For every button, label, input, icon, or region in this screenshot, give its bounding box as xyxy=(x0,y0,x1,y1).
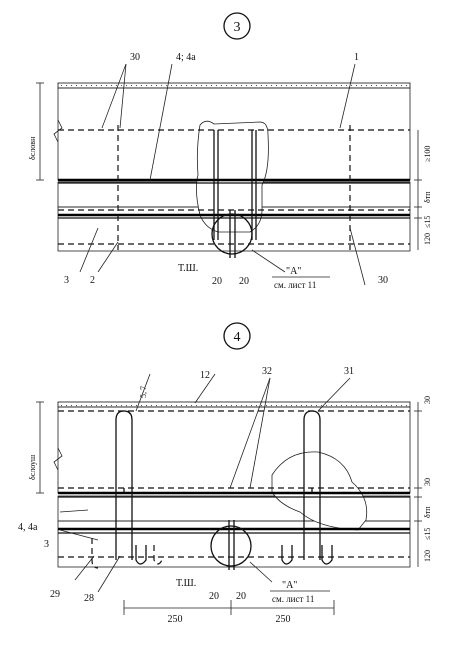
sheet-ref-3: см. лист 11 xyxy=(274,280,316,290)
callout-4-4a-3: 4; 4а xyxy=(176,52,196,63)
callout-12-4: 12 xyxy=(200,370,210,381)
width-left-3: 20 xyxy=(212,276,222,287)
callout-32-4: 32 xyxy=(262,366,272,377)
width-right-3: 20 xyxy=(239,276,249,287)
section-4-marker xyxy=(223,322,251,350)
section-3-number: 3 xyxy=(234,20,241,35)
seam-circle-4 xyxy=(210,525,252,567)
tsh-label-4: Т.Ш. xyxy=(176,578,196,589)
dim-120-3: 120 xyxy=(423,233,432,245)
stirrup-right xyxy=(303,410,321,560)
dim-15-3: ≤15 xyxy=(423,216,432,228)
callout-3-3: 3 xyxy=(64,275,69,286)
callout-1-3: 1 xyxy=(354,52,359,63)
bottom-dim-right: 250 xyxy=(276,614,291,625)
section-4-number: 4 xyxy=(234,330,241,345)
width-right-4: 20 xyxy=(236,591,246,602)
width-left-4: 20 xyxy=(209,591,219,602)
dim-120-4: 120 xyxy=(423,550,432,562)
callout-3-4: 3 xyxy=(44,539,49,550)
breakout-4 xyxy=(271,451,368,531)
callout-29-4: 29 xyxy=(50,589,60,600)
tsh-label-3: Т.Ш. xyxy=(178,263,198,274)
callout-28-4: 28 xyxy=(84,593,94,604)
detail-a-3: "А" xyxy=(286,266,301,277)
section-3-marker xyxy=(223,12,251,40)
section-3: 3 xyxy=(28,12,432,290)
dim-slab-4: δслоуш xyxy=(28,454,37,480)
callout-31-4: 31 xyxy=(344,366,354,377)
detail-a-4: "А" xyxy=(282,580,297,591)
callout-4-4a-4: 4, 4а xyxy=(18,522,38,533)
seam-circle-3 xyxy=(211,213,253,255)
dim-15-4: ≤15 xyxy=(423,528,432,540)
dim-tp-3: δтп xyxy=(423,191,432,203)
dim-100-3: ≥100 xyxy=(423,146,432,162)
callout-5-7-4: 5, 7 xyxy=(139,386,148,398)
sheet-ref-4: см. лист 11 xyxy=(272,594,314,604)
dim-30b-4: 30 xyxy=(423,478,432,486)
callout-30b-3: 30 xyxy=(378,275,388,286)
dim-slab-3: δсловн xyxy=(28,136,37,160)
dim-30a-4: 30 xyxy=(423,396,432,404)
bottom-dim-left: 250 xyxy=(168,614,183,625)
finish-layer-3 xyxy=(57,82,411,89)
section-4: 4 xyxy=(18,322,432,625)
upper-slab-4 xyxy=(57,406,411,494)
finish-layer-4 xyxy=(57,401,411,408)
callout-30-3: 30 xyxy=(130,52,140,63)
callout-2-3: 2 xyxy=(90,275,95,286)
stirrup-left xyxy=(115,410,133,560)
dim-tp-4: δтп xyxy=(423,506,432,518)
